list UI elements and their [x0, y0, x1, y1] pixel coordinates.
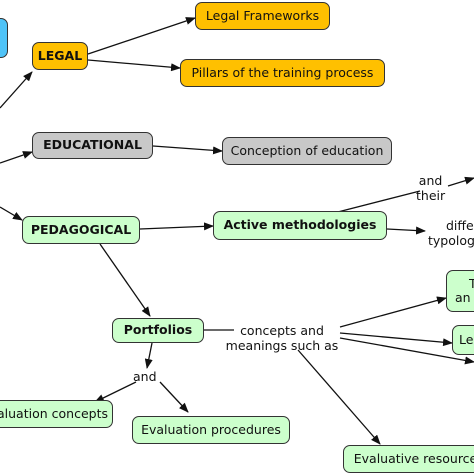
edge-and-concepts — [94, 381, 137, 403]
legal-node[interactable]: LEGAL — [32, 42, 88, 70]
concepts-and-meanings-label: concepts and meanings such as — [222, 323, 342, 353]
and-label: and — [133, 369, 157, 384]
conception-node[interactable]: Conception of education — [222, 137, 392, 165]
different-line-1: diffe — [446, 218, 474, 233]
edge-active-and-their — [329, 190, 421, 215]
evaluative-resources-node[interactable]: Evaluative resource — [343, 445, 474, 473]
edge-and-their-out — [447, 176, 474, 187]
concepts-line-1: concepts and — [240, 323, 324, 338]
edge-active-different — [386, 226, 426, 235]
edge-concepts-right1 — [339, 296, 447, 328]
and-their-line-1: and — [418, 173, 443, 188]
educational-node[interactable]: EDUCATIONAL — [32, 132, 153, 159]
evaluation-concepts-node[interactable]: aluation concepts — [0, 400, 113, 428]
different-typologies-label: diffe typolog — [428, 218, 474, 248]
portfolios-node[interactable]: Portfolios — [112, 318, 204, 343]
and-their-label: and their — [416, 173, 445, 203]
edge-educational-conception — [152, 145, 223, 155]
right-box-1-node[interactable]: T an — [446, 270, 474, 312]
edge-portfolios-and — [144, 342, 153, 369]
edge-concepts-evaluative — [297, 349, 381, 445]
edge-and-procedures — [159, 381, 189, 413]
concepts-line-2: meanings such as — [225, 338, 339, 353]
active-methodologies-node[interactable]: Active methodologies — [213, 211, 387, 240]
right-box-1-line-1: T — [469, 275, 474, 291]
edge-root-pedagogical — [0, 206, 23, 221]
right-box-1-line-2: an — [455, 290, 471, 305]
edge-pedagogical-active — [139, 222, 214, 231]
edge-concepts-right3 — [339, 337, 474, 365]
edge-root-educational — [0, 151, 33, 164]
edge-legal-pillars — [87, 59, 181, 72]
edge-legal-frameworks — [87, 17, 196, 55]
and-their-line-2: their — [416, 188, 446, 203]
evaluation-procedures-node[interactable]: Evaluation procedures — [132, 416, 290, 444]
edge-root-legal — [0, 71, 33, 109]
edge-concepts-right2 — [339, 332, 453, 347]
pillars-node[interactable]: Pillars of the training process — [180, 59, 385, 87]
right-box-2-node[interactable]: Le — [452, 325, 474, 355]
legal-frameworks-node[interactable]: Legal Frameworks — [195, 2, 330, 30]
pedagogical-node[interactable]: PEDAGOGICAL — [22, 216, 140, 244]
root-concept-node[interactable] — [0, 18, 8, 58]
edge-pedagogical-portfolios — [99, 243, 151, 317]
different-line-2: typolog — [428, 233, 474, 248]
